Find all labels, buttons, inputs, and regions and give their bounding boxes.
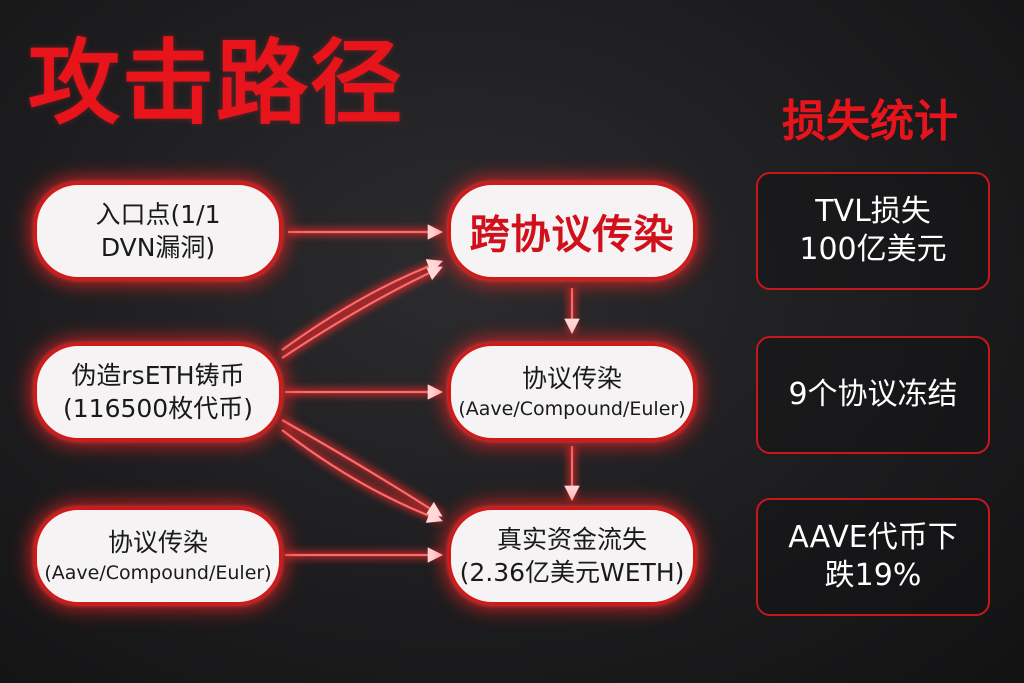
arrow-forge-to-cross-b (281, 259, 443, 351)
page-title: 攻击路径 (28, 29, 405, 137)
node-entry-line1: 入口点(1/1 (95, 200, 221, 229)
node-real-loss: 真实资金流失 (2.36亿美元WETH) (448, 507, 696, 605)
stats-title: 损失统计 (782, 96, 958, 147)
node-infect-left-line2: (Aave/Compound/Euler) (44, 561, 272, 584)
node-loss-line1: 真实资金流失 (496, 525, 647, 554)
node-entry-line2: DVN漏洞) (100, 233, 216, 262)
node-entry-point: 入口点(1/1 DVN漏洞) (34, 182, 282, 280)
node-infect-mid: 协议传染 (Aave/Compound/Euler) (448, 343, 696, 441)
node-cross-protocol: 跨协议传染 (448, 182, 696, 280)
node-infect-left: 协议传染 (Aave/Compound/Euler) (34, 507, 282, 605)
node-forge-line2: (116500枚代币) (63, 394, 253, 423)
arrow-forge-to-loss-b (281, 429, 443, 523)
stat-tvl-line1: TVL损失 (815, 194, 931, 229)
arrow-core-layer (281, 224, 580, 563)
node-infect-left-line1: 协议传染 (107, 527, 208, 557)
stat-aave-line2: 跌19% (824, 558, 922, 593)
node-forge-line1: 伪造rsETH铸币 (71, 361, 245, 390)
stat-tvl-line2: 100亿美元 (799, 232, 947, 267)
node-loss-line2: (2.36亿美元WETH) (459, 558, 685, 587)
stat-tvl-loss: TVL损失 100亿美元 (756, 172, 990, 290)
node-cross-label: 跨协议传染 (469, 211, 675, 258)
arrow-forge-to-loss-a (281, 419, 443, 517)
node-infect-mid-line1: 协议传染 (521, 363, 622, 393)
arrow-forge-to-cross-a (281, 266, 443, 359)
stat-protocols-frozen: 9个协议冻结 (756, 336, 990, 454)
node-forge-mint: 伪造rsETH铸币 (116500枚代币) (34, 343, 282, 441)
stat-aave-line1: AAVE代币下 (788, 520, 958, 555)
stat-frozen-line1: 9个协议冻结 (788, 377, 958, 412)
node-infect-mid-line2: (Aave/Compound/Euler) (458, 397, 686, 420)
stat-aave-drop: AAVE代币下 跌19% (756, 498, 990, 616)
